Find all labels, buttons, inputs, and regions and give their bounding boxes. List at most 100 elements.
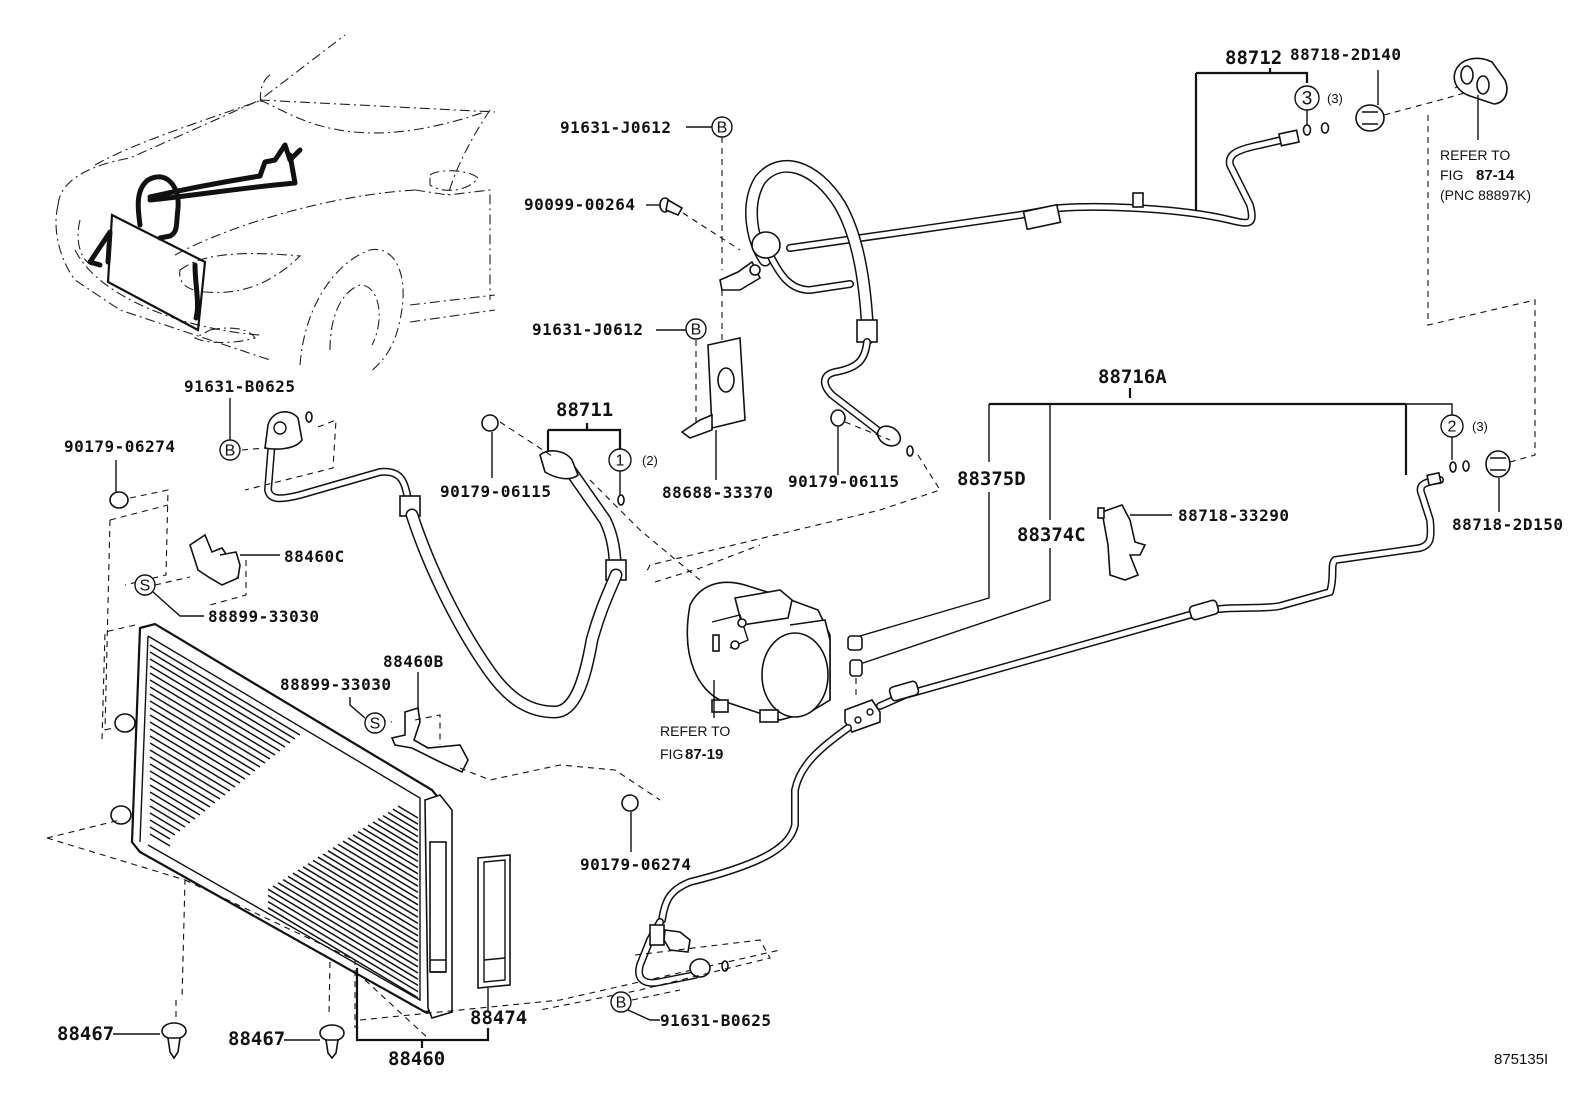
o-ring-icon [305, 411, 313, 423]
o-ring-icon [1320, 122, 1330, 134]
cap-88375D-icon [847, 635, 863, 651]
part-number-88716A[interactable]: 88716A [1098, 366, 1167, 388]
part-number-88467-right[interactable]: 88467 [228, 1028, 285, 1050]
condenser-fin [372, 821, 419, 850]
condenser-fin [357, 830, 419, 869]
condenser-fins [149, 644, 419, 999]
condenser-fin [149, 763, 216, 804]
svg-text:B: B [225, 443, 236, 460]
part-number-88711[interactable]: 88711 [556, 399, 613, 421]
part-number-88374C[interactable]: 88374C [1017, 524, 1086, 546]
bracket-88460C: 88460C S 88899-33030 [134, 533, 345, 626]
condenser-fin [342, 840, 419, 887]
reference-fig-87-19[interactable]: REFER TO FIG 87-19 [660, 723, 730, 763]
part-number-88467-left[interactable]: 88467 [57, 1023, 114, 1045]
svg-text:FIG: FIG [1440, 167, 1463, 183]
part-number-90179-06274-left[interactable]: 90179-06274 [64, 437, 175, 456]
condenser-fin [149, 819, 176, 836]
part-number-91631-B0625-top[interactable]: 91631-B0625 [184, 377, 295, 396]
part-number-88718-2D140[interactable]: 88718-2D140 [1290, 45, 1401, 64]
condenser-fin [149, 700, 261, 768]
condenser-fin [362, 827, 419, 863]
condenser-fin [149, 798, 191, 824]
callout-b-bottom[interactable] [610, 991, 632, 1013]
callout-b-mid[interactable] [685, 318, 707, 340]
clip-icon [161, 1022, 187, 1040]
liquid-tube-88716A-assembly: 88716A 2 (3) 88375D 88374C [539, 366, 1488, 1011]
part-number-88688-33370[interactable]: 88688-33370 [662, 483, 773, 502]
nut-90179-06274-lower: 90179-06274 [580, 794, 691, 874]
condenser-fin [352, 834, 419, 875]
bracket-fasteners-top: 91631-J0612 B 90099-00264 91631-J0612 B [524, 116, 741, 430]
part-number-88460C[interactable]: 88460C [284, 547, 345, 566]
callout-3-group: 3 (3) [1294, 85, 1343, 136]
condenser-fin [149, 714, 251, 776]
bracket-88688-33370: 88688-33370 [662, 337, 773, 502]
pressure-switch-icon [663, 929, 691, 953]
o-ring-icon [1302, 124, 1312, 136]
callout-s-lower[interactable] [364, 712, 386, 734]
clip-88467-left: 88467 [57, 1000, 187, 1060]
svg-text:87-14: 87-14 [1476, 167, 1515, 184]
part-number-88899-33030-lower[interactable]: 88899-33030 [280, 675, 391, 694]
part-number-91631-B0625-bottom[interactable]: 91631-B0625 [660, 1011, 771, 1030]
clip-icon [319, 1024, 345, 1042]
condenser-fin [149, 812, 181, 832]
callout-b-left[interactable] [219, 439, 241, 461]
svg-text:(PNC 88897K): (PNC 88897K) [1440, 187, 1531, 203]
condenser-fin [322, 853, 419, 912]
condenser-fin [149, 777, 206, 812]
bolt-91631-B0625-top: 91631-B0625 B [184, 377, 295, 461]
svg-text:B: B [691, 322, 702, 339]
part-number-88460[interactable]: 88460 [388, 1048, 445, 1070]
condenser-fin [149, 707, 256, 772]
condenser-fin [332, 846, 419, 900]
condenser-fin [149, 658, 291, 744]
part-number-91631-J0612-top[interactable]: 91631-J0612 [560, 118, 671, 137]
callout-s-upper[interactable] [134, 574, 156, 596]
part-number-90179-06115-right[interactable]: 90179-06115 [788, 472, 899, 491]
suction-hose-88711-assembly: 88711 1 (2) [244, 399, 701, 719]
svg-text:B: B [616, 995, 627, 1012]
condenser-fin [149, 770, 211, 808]
svg-text:S: S [140, 578, 151, 595]
svg-text:2: 2 [1448, 419, 1457, 436]
part-number-88712[interactable]: 88712 [1225, 47, 1282, 69]
o-ring-icon [1462, 460, 1470, 472]
part-number-88460B[interactable]: 88460B [383, 652, 444, 671]
illustration-id: 875135I [1494, 1051, 1548, 1068]
bracket-88460B: 88460B 88899-33030 S [280, 652, 661, 801]
part-number-88718-33290[interactable]: 88718-33290 [1178, 506, 1289, 525]
condenser-fin [272, 885, 419, 974]
condenser-fin [149, 805, 186, 828]
condenser-fin [149, 672, 281, 752]
part-number-88899-33030-upper[interactable]: 88899-33030 [208, 607, 319, 626]
condenser-fin [347, 837, 419, 881]
nut-icon [1355, 104, 1385, 132]
screw-icon [659, 197, 684, 217]
part-number-88474[interactable]: 88474 [470, 1007, 527, 1029]
part-number-90179-06274-lower[interactable]: 90179-06274 [580, 855, 691, 874]
part-number-88718-2D150[interactable]: 88718-2D150 [1452, 515, 1563, 534]
condenser-fin [267, 907, 419, 999]
part-number-91631-J0612-mid[interactable]: 91631-J0612 [532, 320, 643, 339]
condenser-fin [149, 665, 286, 748]
reference-fig-87-14[interactable]: REFER TO FIG 87-14 (PNC 88897K) [1440, 147, 1531, 203]
valve-88374C-icon [849, 659, 863, 677]
nut-icon [481, 414, 499, 432]
o-ring-icon [906, 445, 914, 457]
cooler-unit-connection-88718-2D140: 88718-2D140 [1290, 45, 1536, 463]
part-number-90179-06115-left[interactable]: 90179-06115 [440, 482, 551, 501]
part-number-88375D[interactable]: 88375D [957, 468, 1026, 490]
condenser-fin [337, 843, 419, 894]
clip-88467-right: 88467 [228, 1024, 345, 1060]
nut-icon [1485, 450, 1511, 478]
part-number-90099-00264[interactable]: 90099-00264 [524, 195, 635, 214]
condenser-fin [149, 644, 301, 736]
nut-90179-06115-right: 90179-06115 [644, 409, 941, 576]
condenser-fin [277, 882, 419, 968]
nut-icon [621, 794, 639, 812]
condenser-fin [377, 818, 419, 844]
condenser-fin [149, 826, 171, 840]
